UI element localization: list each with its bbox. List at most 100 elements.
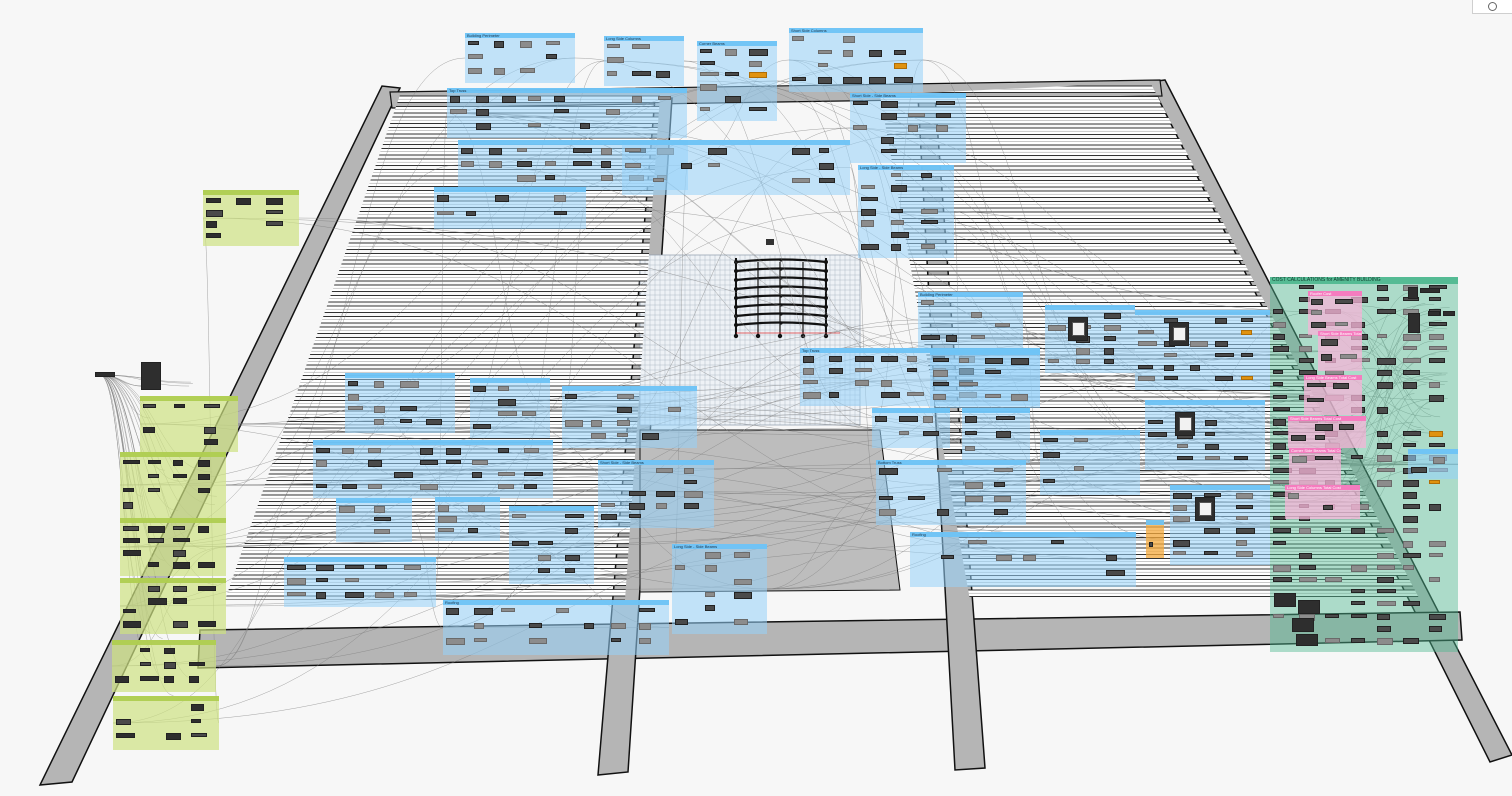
graph-node[interactable] (908, 125, 918, 132)
graph-node[interactable] (1377, 370, 1392, 377)
graph-node[interactable] (473, 423, 491, 429)
graph-node[interactable] (316, 484, 327, 488)
graph-node[interactable] (907, 356, 917, 362)
graph-node[interactable] (936, 468, 952, 472)
group-title-bar[interactable] (930, 350, 1040, 355)
graph-node[interactable] (965, 416, 977, 423)
graph-node[interactable] (266, 209, 283, 214)
graph-node[interactable] (933, 394, 946, 400)
graph-node[interactable] (473, 623, 484, 629)
graph-node[interactable] (1215, 341, 1229, 348)
graph-node[interactable] (545, 161, 556, 167)
graph-node[interactable] (817, 49, 832, 54)
graph-node[interactable] (880, 149, 897, 153)
graph-node[interactable] (1163, 376, 1178, 381)
graph-node[interactable] (631, 44, 650, 49)
graph-node[interactable] (675, 565, 685, 571)
node-group[interactable]: Long Side - Side Beams (672, 544, 767, 634)
graph-node[interactable] (164, 662, 176, 669)
group-title[interactable]: Corner Beams (697, 41, 777, 46)
graph-node[interactable] (734, 552, 751, 558)
graph-node[interactable] (316, 565, 335, 571)
graph-node[interactable] (959, 382, 978, 386)
graph-node[interactable] (1429, 504, 1441, 511)
graph-node[interactable] (843, 49, 854, 57)
graph-node[interactable] (829, 368, 843, 374)
graph-node[interactable] (700, 49, 712, 53)
graph-node[interactable] (1429, 479, 1440, 484)
graph-node[interactable] (1273, 577, 1292, 582)
node-group[interactable]: Roofing (910, 532, 1136, 587)
node-group[interactable]: Top Truss (447, 88, 687, 138)
graph-node[interactable] (1299, 358, 1314, 363)
graph-node[interactable] (792, 76, 806, 81)
graph-node[interactable] (855, 380, 869, 386)
graph-node[interactable] (1173, 493, 1192, 499)
graph-node[interactable] (1104, 313, 1121, 319)
graph-node[interactable] (1377, 455, 1392, 463)
graph-node[interactable] (625, 163, 641, 168)
node-group[interactable] (622, 140, 850, 195)
graph-node[interactable] (933, 370, 948, 377)
graph-node[interactable] (206, 209, 223, 217)
graph-node[interactable] (564, 527, 578, 534)
graph-node[interactable] (173, 597, 187, 604)
graph-node[interactable] (1104, 324, 1121, 331)
graph-node[interactable] (368, 460, 382, 467)
graph-node[interactable] (1307, 383, 1326, 387)
graph-node[interactable] (1429, 321, 1447, 326)
graph-node[interactable] (853, 101, 868, 105)
graph-node[interactable] (1299, 370, 1317, 376)
graph-node[interactable] (1377, 601, 1396, 607)
graph-node[interactable] (1241, 376, 1254, 381)
graph-node[interactable] (1205, 420, 1217, 426)
graph-node[interactable] (1429, 382, 1440, 389)
graph-node[interactable] (394, 472, 413, 478)
node-group[interactable]: Short Side - Side Beams (598, 460, 714, 528)
graph-node[interactable] (601, 514, 617, 521)
graph-node[interactable] (601, 161, 611, 169)
graph-node[interactable] (461, 161, 474, 168)
graph-node[interactable] (724, 72, 739, 77)
graph-node[interactable] (198, 562, 215, 568)
graph-node[interactable] (554, 109, 569, 114)
graph-node[interactable] (607, 57, 624, 64)
graph-node[interactable] (1377, 467, 1395, 472)
graph-node[interactable] (164, 676, 174, 683)
node-group[interactable] (1145, 400, 1265, 470)
graph-node[interactable] (1173, 539, 1190, 547)
graph-node[interactable] (1241, 318, 1254, 322)
graph-node[interactable] (316, 448, 330, 453)
graph-node[interactable] (1429, 613, 1446, 620)
graph-node[interactable] (631, 70, 651, 76)
graph-node[interactable] (461, 148, 473, 154)
graph-node[interactable] (656, 502, 667, 509)
graph-node[interactable] (861, 196, 878, 201)
node-group[interactable] (120, 452, 226, 518)
graph-node[interactable] (1273, 431, 1289, 435)
graph-node[interactable] (123, 538, 140, 543)
node-group[interactable] (962, 408, 1030, 463)
group-title-bar[interactable] (458, 140, 688, 145)
graph-node[interactable] (173, 526, 185, 530)
graph-node[interactable] (374, 381, 384, 388)
graph-node[interactable] (1023, 555, 1036, 561)
graph-node[interactable] (495, 195, 510, 202)
graph-node[interactable] (1403, 431, 1421, 436)
graph-node[interactable] (204, 427, 217, 434)
graph-node[interactable] (1403, 540, 1413, 548)
graph-node[interactable] (959, 358, 969, 363)
graph-node[interactable] (374, 506, 385, 513)
graph-node[interactable] (628, 491, 646, 497)
graph-node[interactable] (368, 448, 381, 453)
graph-node[interactable] (148, 538, 164, 543)
graph-node[interactable] (704, 592, 715, 597)
graph-node[interactable] (803, 368, 814, 375)
watch-node[interactable] (1195, 497, 1215, 521)
graph-node[interactable] (345, 578, 360, 583)
cost-subgroup[interactable]: Long Side Beams Total Cost (1304, 375, 1362, 415)
graph-node[interactable] (1273, 613, 1284, 618)
graph-node[interactable] (749, 72, 768, 79)
graph-node[interactable] (1273, 394, 1287, 399)
graph-node[interactable] (1299, 528, 1311, 535)
